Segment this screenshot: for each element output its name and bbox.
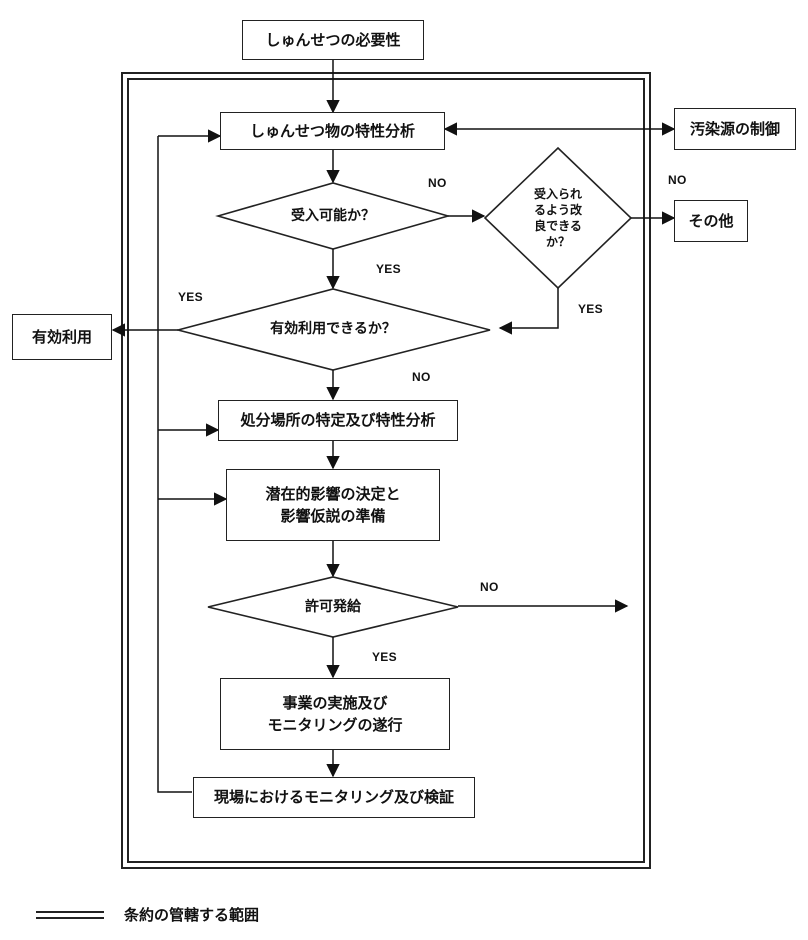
node-dredging-need: しゅんせつの必要性 — [242, 20, 424, 60]
node-disposal-site: 処分場所の特定及び特性分析 — [218, 400, 458, 441]
connectors — [111, 60, 676, 793]
label-no-beneficial: NO — [412, 370, 431, 384]
diamond-beneficial — [174, 288, 491, 371]
decision-permit: 許可発給 — [305, 598, 361, 615]
diamond-permit — [207, 576, 459, 638]
legend-double-line — [36, 911, 104, 919]
label-no-improve: NO — [668, 173, 687, 187]
node-impact-hypothesis: 潜在的影響の決定と 影響仮説の準備 — [226, 469, 440, 541]
arrow-improve-to-beneficial — [498, 288, 559, 335]
label-yes-acceptable: YES — [376, 262, 401, 276]
label-no-acceptable: NO — [428, 176, 447, 190]
feedback-line — [157, 136, 192, 793]
node-pollution-control: 汚染源の制御 — [674, 108, 796, 150]
node-execution-monitoring: 事業の実施及び モニタリングの遂行 — [220, 678, 450, 750]
decision-beneficial-use: 有効利用できるか？ — [270, 320, 396, 337]
node-field-monitoring: 現場におけるモニタリング及び検証 — [193, 777, 475, 818]
legend-text: 条約の管轄する範囲 — [124, 906, 260, 924]
label-yes-beneficial: YES — [178, 290, 203, 304]
decision-improvable: 受入られ るよう改 良できる か？ — [533, 186, 582, 250]
label-yes-improve: YES — [578, 302, 603, 316]
label-yes-permit: YES — [372, 650, 397, 664]
label-no-permit: NO — [480, 580, 499, 594]
node-other: その他 — [674, 200, 748, 242]
node-beneficial-use: 有効利用 — [12, 314, 112, 360]
node-material-analysis: しゅんせつ物の特性分析 — [220, 112, 445, 150]
scope-boundary — [121, 72, 651, 869]
decision-acceptable: 受入可能か？ — [291, 207, 375, 224]
